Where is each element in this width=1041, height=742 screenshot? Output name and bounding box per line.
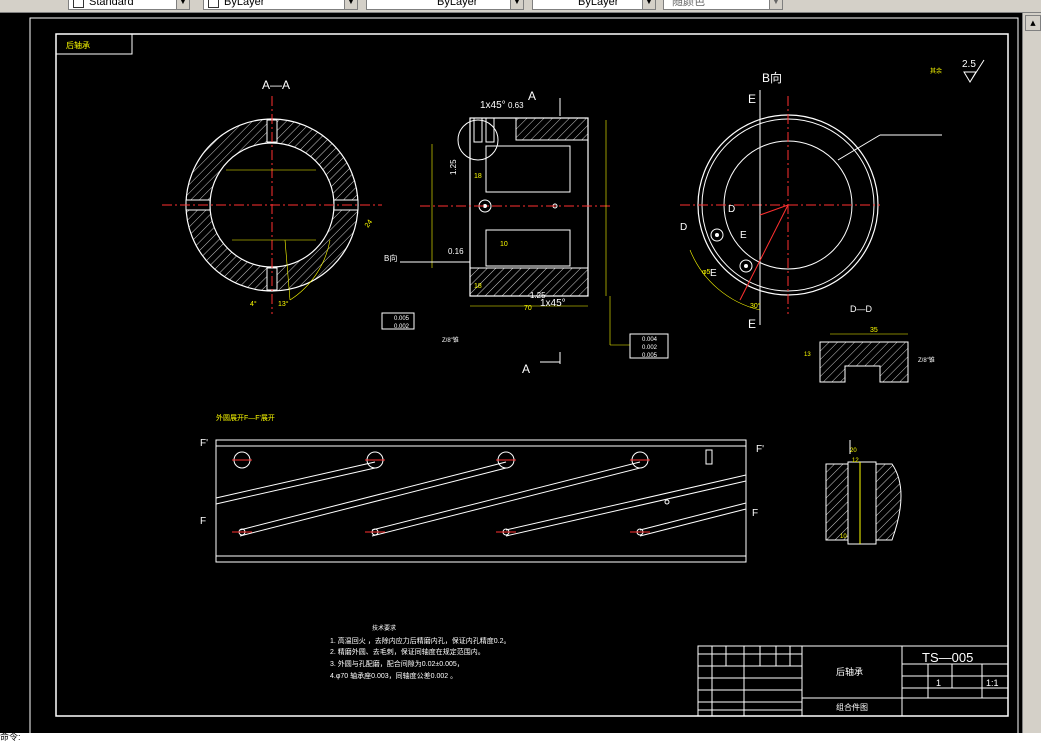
- svg-text:0.005: 0.005: [642, 353, 658, 359]
- svg-text:1. 高温回火 ，去除内应力后精磨内孔，保: 1. 高温回火 ，去除内应力后精磨内孔，保证内孔精度0.2。: [330, 636, 510, 645]
- svg-text:70: 70: [524, 305, 532, 312]
- text-style-icon: [73, 0, 84, 8]
- svg-text:F': F': [200, 438, 208, 449]
- svg-text:其余: 其余: [930, 67, 942, 75]
- svg-text:D: D: [680, 222, 687, 233]
- label-box: [55, 33, 133, 55]
- svg-text:30°: 30°: [750, 302, 761, 310]
- svg-text:3. 外圆与孔配磨，配合间隙为0.02±0.005，: 3. 外圆与孔配磨，配合间隙为0.02±0.005，: [330, 659, 464, 668]
- svg-text:B向: B向: [384, 253, 397, 263]
- technical-notes: 技术要求 1. 高温回火 ，去除内应力后精磨内孔，保证内孔精度0.2。 2. 精…: [330, 624, 510, 680]
- svg-text:A: A: [522, 362, 530, 376]
- drawing-canvas[interactable]: 后轴承 A—A 24 13° 4°: [0, 13, 1022, 735]
- vertical-scrollbar[interactable]: ▲: [1022, 13, 1041, 733]
- svg-text:0.005: 0.005: [394, 316, 410, 322]
- svg-text:B向: B向: [762, 70, 782, 85]
- svg-text:组合件图: 组合件图: [836, 702, 868, 712]
- chevron-down-icon: ▼: [344, 0, 357, 9]
- svg-text:D: D: [728, 204, 735, 215]
- svg-text:1: 1: [936, 678, 941, 688]
- text-style-dropdown[interactable]: Standard ▼: [68, 0, 190, 10]
- svg-text:2. 精磨外圆、去毛刺，保证同轴度在规定范围内。: 2. 精磨外圆、去毛刺，保证同轴度在规定范围内。: [330, 647, 485, 656]
- title-block: 后轴承 TS—005 1 1:1 组合件图: [697, 645, 1009, 717]
- color-swatch-icon: [208, 0, 219, 8]
- svg-text:20: 20: [850, 448, 857, 454]
- layer-dropdown[interactable]: ByLayer ▼: [203, 0, 358, 10]
- svg-text:外圆展开F—F'展开: 外圆展开F—F'展开: [216, 413, 275, 422]
- svg-text:E: E: [748, 92, 756, 106]
- developed-view: F' F' F F: [200, 438, 764, 563]
- svg-text:φ5: φ5: [702, 269, 711, 276]
- svg-text:TS—005: TS—005: [922, 650, 973, 665]
- svg-text:0.002: 0.002: [642, 345, 658, 351]
- svg-text:E: E: [748, 317, 756, 331]
- svg-text:A: A: [528, 89, 536, 103]
- command-line[interactable]: 命令:: [0, 733, 1041, 742]
- svg-text:0.004: 0.004: [642, 337, 658, 343]
- top-label: 后轴承: [66, 40, 90, 50]
- svg-text:Z/8"锥: Z/8"锥: [442, 336, 459, 344]
- svg-text:18: 18: [474, 283, 482, 290]
- svg-text:F': F': [756, 444, 764, 455]
- svg-text:13: 13: [804, 352, 811, 358]
- svg-text:10: 10: [840, 534, 847, 540]
- svg-text:1:1: 1:1: [986, 678, 999, 688]
- scroll-up-icon[interactable]: ▲: [1025, 15, 1041, 31]
- svg-text:F: F: [752, 508, 758, 519]
- lineweight-dropdown[interactable]: ByLayer ▼: [532, 0, 656, 10]
- detail-view: 20 12 10: [825, 440, 902, 545]
- svg-text:0.63: 0.63: [508, 101, 524, 110]
- chevron-down-icon: ▼: [510, 0, 523, 9]
- svg-text:1x45°: 1x45°: [480, 100, 506, 111]
- section-dd: 35 13 Z/8"锥: [804, 327, 935, 383]
- svg-text:13°: 13°: [278, 300, 289, 308]
- svg-text:技术要求: 技术要求: [372, 624, 396, 632]
- svg-text:2.5: 2.5: [962, 59, 976, 70]
- chevron-down-icon: ▼: [176, 0, 189, 9]
- cad-drawing: 后轴承 A—A 24 13° 4°: [29, 17, 1019, 735]
- chevron-down-icon: ▼: [769, 0, 782, 9]
- linetype-dropdown[interactable]: ByLayer ▼: [366, 0, 524, 10]
- svg-text:1.25: 1.25: [530, 291, 546, 300]
- svg-text:12: 12: [852, 458, 859, 464]
- view-b: E E E E D D φ5 30°: [680, 90, 942, 331]
- roughness-symbol: [963, 59, 985, 83]
- svg-text:E: E: [740, 230, 747, 241]
- svg-text:0.16: 0.16: [448, 247, 464, 256]
- svg-text:D—D: D—D: [850, 304, 872, 314]
- plotstyle-dropdown[interactable]: 随颜色 ▼: [663, 0, 783, 10]
- front-section: A A 1x45° 0.63 1x45° 1.25 1.25 0.16 18 1…: [381, 89, 669, 376]
- section-aa: 24 13° 4°: [162, 96, 382, 314]
- svg-text:10: 10: [500, 241, 508, 248]
- svg-text:4°: 4°: [250, 300, 257, 308]
- svg-text:24: 24: [364, 219, 374, 229]
- svg-text:E: E: [710, 268, 717, 279]
- svg-text:Z/8"锥: Z/8"锥: [918, 356, 935, 364]
- chevron-down-icon: ▼: [642, 0, 655, 9]
- section-aa-label: A—A: [262, 78, 290, 92]
- svg-text:4.φ70 轴承座0.003，同轴度公差0.002: 4.φ70 轴承座0.003，同轴度公差0.002 。: [330, 671, 457, 680]
- svg-text:35: 35: [870, 327, 878, 334]
- svg-text:1.25: 1.25: [449, 159, 458, 175]
- svg-text:后轴承: 后轴承: [836, 666, 863, 677]
- svg-text:0.002: 0.002: [394, 324, 410, 330]
- svg-text:1x45°: 1x45°: [540, 298, 566, 309]
- properties-toolbar: Standard ▼ ByLayer ▼ ByLayer ▼ ByLayer ▼…: [0, 0, 1041, 13]
- inner-border: [55, 33, 1009, 717]
- svg-text:18: 18: [474, 173, 482, 180]
- svg-text:F: F: [200, 516, 206, 527]
